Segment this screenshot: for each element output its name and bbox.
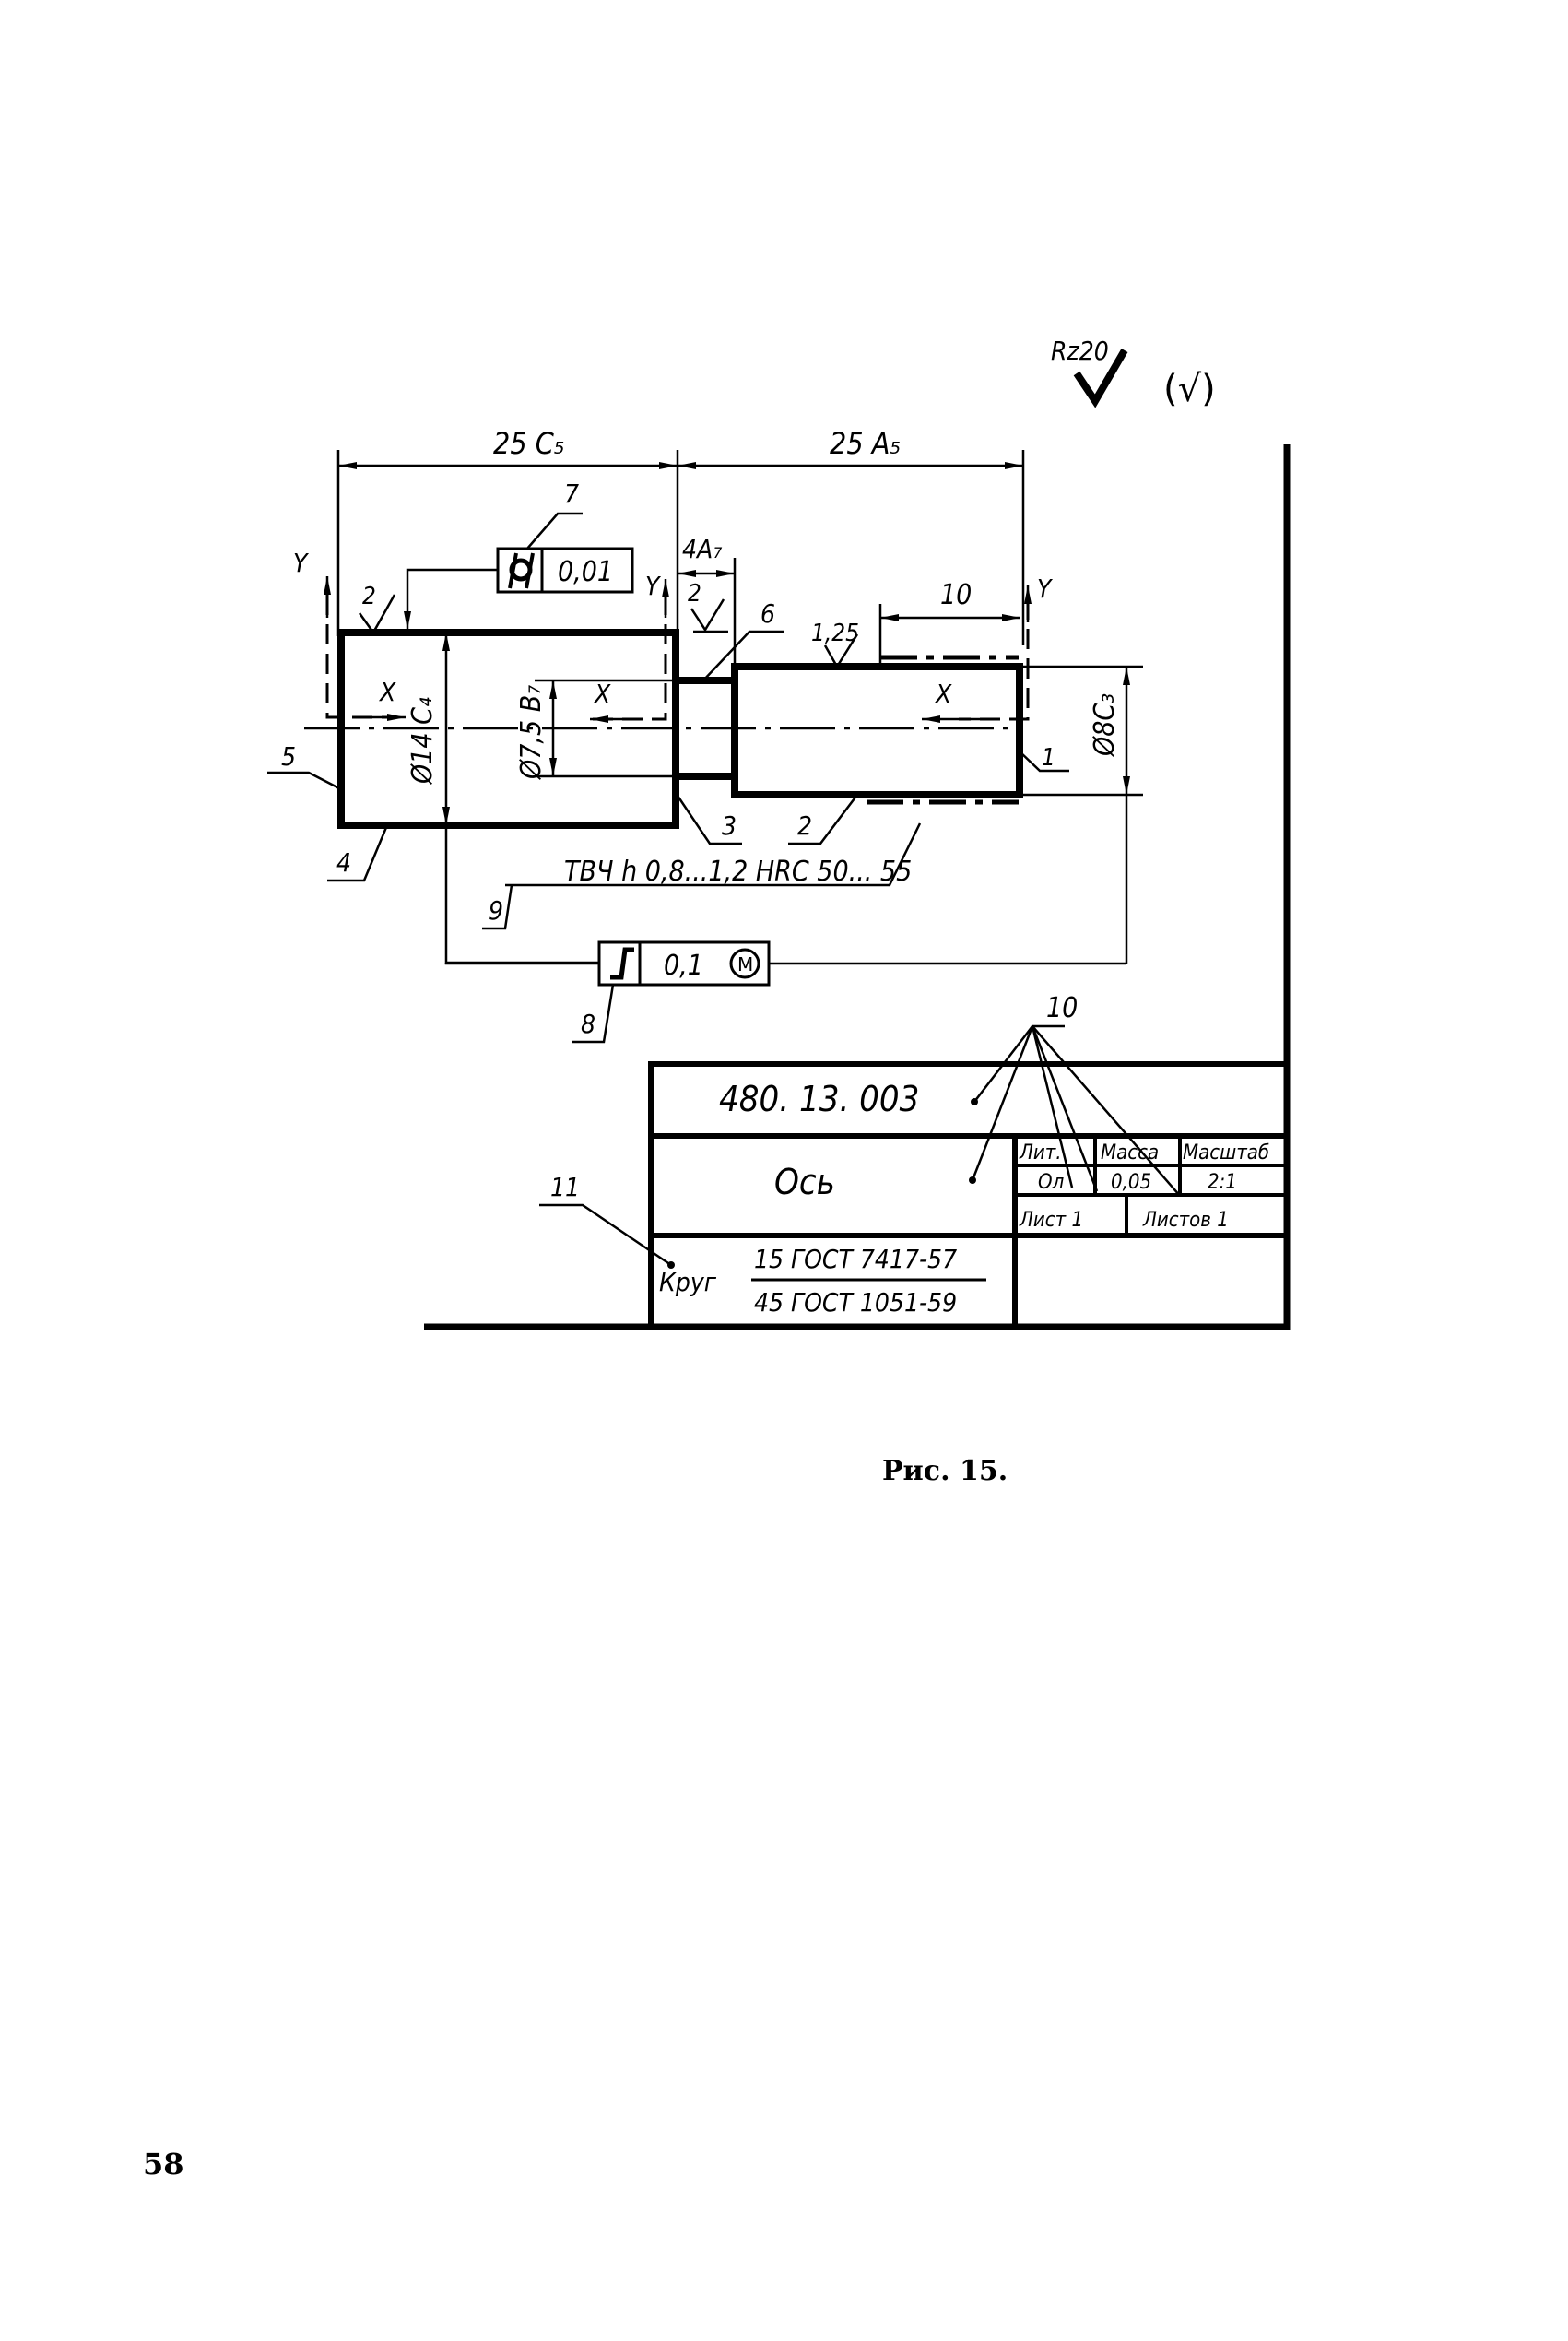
value-mass: 0,05 (1111, 1171, 1151, 1194)
dim-neck-length: 4A₇ (682, 534, 722, 564)
sheets-total: Листов 1 (1142, 1209, 1229, 1232)
roughness-neck-face: 2 (688, 580, 701, 608)
tolerance-frame-runout: 0,1 M (444, 940, 1126, 987)
dim-length-left: 25 C₅ (493, 426, 564, 461)
label-y-right: Y (1037, 573, 1054, 604)
tolerance-modifier: M (737, 953, 753, 975)
max-material-icon (729, 948, 760, 979)
tolerance-value-cylindricity: 0,01 (558, 556, 613, 588)
figure-caption: Рис. 15. (882, 1455, 1008, 1487)
callout-4: 4 (336, 847, 351, 878)
diameter-dimensions: Ø14 C₄ Ø7,5 B₇ Ø8C₃ (407, 633, 1143, 964)
material-bottom: 45 ГОСТ 1051-59 (754, 1287, 957, 1318)
header-lit: Лит. (1019, 1141, 1062, 1165)
callout-8: 8 (581, 1009, 595, 1039)
length-dimensions: 25 C₅ 25 A₅ 4A₇ 10 (336, 426, 1025, 680)
tolerance-frame-cylindricity: 0,01 (404, 547, 634, 630)
surface-roughness-marks: 2 2 1,25 (358, 580, 859, 669)
callout-7: 7 (564, 479, 579, 509)
dim-dia-small: Ø8C₃ (1089, 693, 1121, 757)
roughness-value: Rz20 (1051, 336, 1109, 366)
checkmark-icon (1073, 348, 1128, 408)
callout-3: 3 (722, 810, 737, 841)
callout-11: 11 (550, 1172, 580, 1202)
part-name: Ось (774, 1162, 835, 1202)
dim-hardened-length: 10 (940, 579, 972, 611)
value-lit: Ол (1038, 1171, 1065, 1194)
label-y-mid: Y (645, 571, 662, 601)
header-scale: Масштаб (1183, 1141, 1269, 1165)
label-x-mid: X (593, 679, 611, 709)
label-x-left: X (378, 677, 396, 707)
heat-treatment-note: ТВЧ h 0,8...1,2 HRC 50... 55 (564, 856, 912, 888)
title-block: 480. 13. 003 Ось Круг 15 ГОСТ 7417-57 45… (648, 1061, 1290, 1330)
callout-6: 6 (760, 598, 775, 629)
sheet-number: Лист 1 (1019, 1209, 1083, 1232)
cylindricity-icon (508, 552, 535, 589)
material-top: 15 ГОСТ 7417-57 (754, 1244, 957, 1274)
small-cylinder (731, 663, 1023, 798)
callout-1: 1 (1042, 744, 1055, 772)
dim-dia-neck: Ø7,5 B₇ (515, 685, 548, 780)
label-x-right: X (934, 679, 952, 709)
drawing-designation: 480. 13. 003 (719, 1079, 919, 1119)
page-number: 58 (143, 2146, 184, 2181)
label-y-left: Y (293, 548, 310, 578)
value-scale: 2:1 (1208, 1171, 1237, 1194)
shaft-part (304, 629, 1023, 829)
roughness-rest-symbol: (√) (1163, 368, 1216, 410)
dim-length-right: 25 A₅ (830, 426, 901, 461)
roughness-left-face: 2 (362, 583, 376, 610)
callout-9: 9 (489, 895, 503, 926)
header-mass: Масса (1101, 1141, 1159, 1165)
tolerance-value-runout: 0,1 (664, 950, 703, 982)
runout-icon (610, 947, 634, 980)
dim-dia-big: Ø14 C₄ (407, 697, 439, 785)
callout-10: 10 (1046, 992, 1078, 1024)
section-marks: Y X Y X Y X (293, 548, 1054, 723)
material-prefix: Круг (659, 1267, 717, 1297)
roughness-small-surface: 1,25 (811, 620, 859, 647)
roughness-general: Rz20 (√) (1051, 336, 1216, 410)
callout-2: 2 (797, 810, 812, 841)
callout-5: 5 (281, 741, 296, 772)
